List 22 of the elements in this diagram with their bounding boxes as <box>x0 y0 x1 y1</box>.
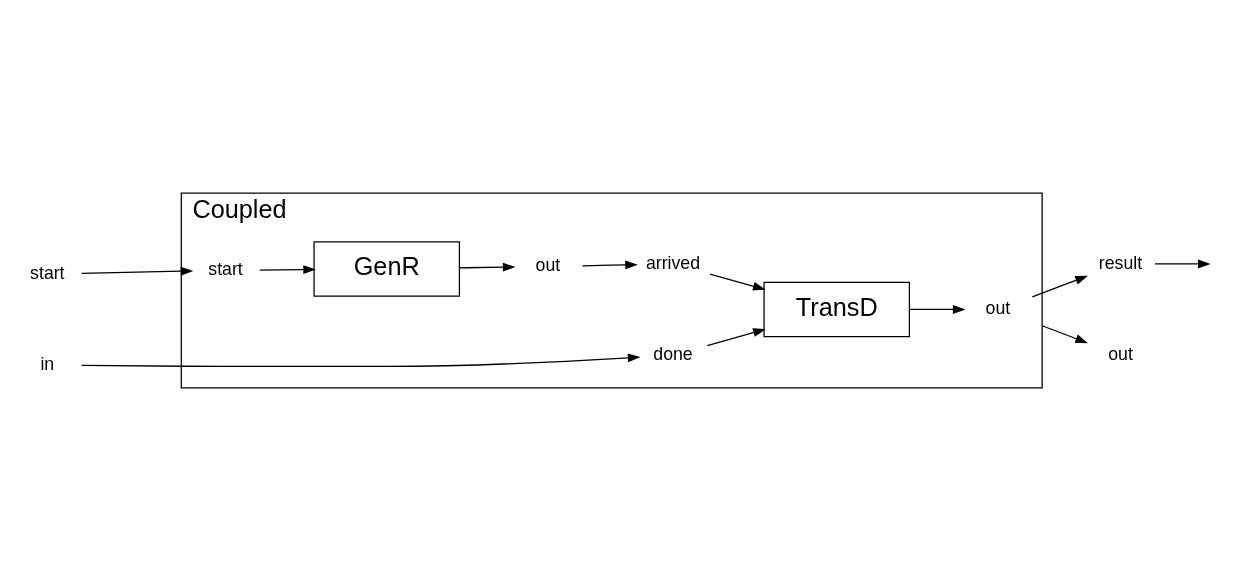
node-text: out <box>535 255 561 276</box>
node-text: out <box>1108 343 1133 364</box>
arrow <box>81 266 194 276</box>
arrow <box>81 353 641 367</box>
arrow <box>706 328 766 347</box>
node-text: start <box>208 258 243 279</box>
arrow <box>908 305 966 314</box>
arrow <box>1041 325 1088 344</box>
arrow <box>1154 259 1211 269</box>
node-text: done <box>653 343 693 364</box>
node-box: GenR <box>313 241 461 297</box>
node-box: TransD <box>763 281 911 338</box>
node-text: start <box>30 262 65 283</box>
node-text: out <box>985 298 1011 319</box>
node-text: in <box>40 353 55 374</box>
arrow <box>709 273 766 291</box>
node-text: result <box>1098 252 1143 273</box>
arrow <box>581 260 638 270</box>
arrow <box>1031 275 1088 298</box>
node-text: arrived <box>645 252 701 273</box>
arrow <box>259 265 316 275</box>
arrow <box>458 262 516 272</box>
